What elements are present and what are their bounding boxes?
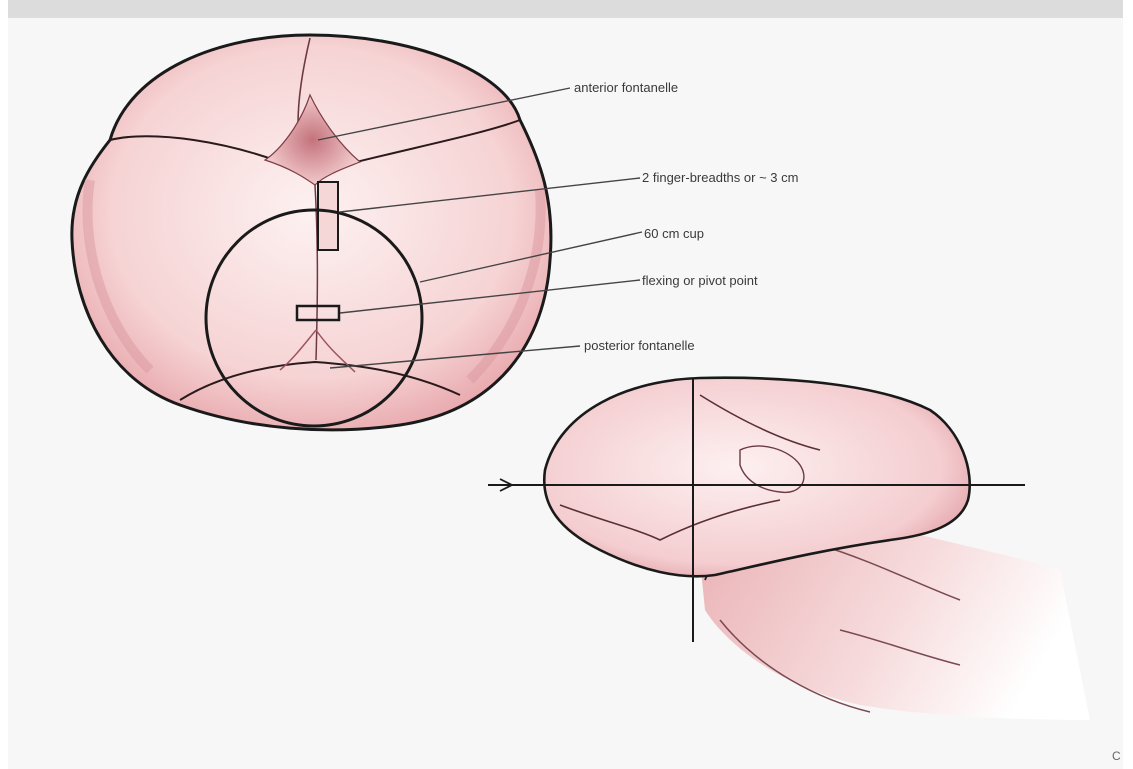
label-cup: 60 cm cup	[644, 226, 704, 241]
left-strip	[0, 0, 8, 769]
label-posterior-fontanelle: posterior fontanelle	[584, 338, 695, 353]
label-finger-breadths: 2 finger-breadths or ~ 3 cm	[642, 170, 798, 185]
corner-mark: C	[1112, 749, 1121, 763]
finger-breadth-bar	[318, 182, 338, 250]
label-flexing-point: flexing or pivot point	[642, 273, 758, 288]
label-anterior-fontanelle: anterior fontanelle	[574, 80, 678, 95]
top-strip	[0, 0, 1133, 18]
right-strip	[1123, 0, 1133, 769]
skull-top-view	[72, 35, 551, 430]
